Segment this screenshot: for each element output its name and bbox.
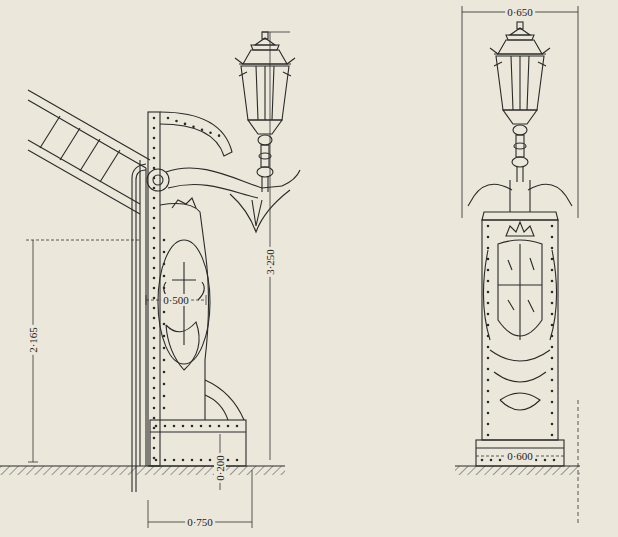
dimension-label: 0·750 <box>185 516 215 528</box>
dimension-label: 3·250 <box>264 247 276 277</box>
dimension-label: 2·165 <box>27 325 39 355</box>
dimension-label: 0·650 <box>505 6 535 18</box>
dimension-label: 0·500 <box>161 294 191 306</box>
dimension-label: 0·200 <box>214 453 226 483</box>
dimension-label: 0·600 <box>505 450 535 462</box>
